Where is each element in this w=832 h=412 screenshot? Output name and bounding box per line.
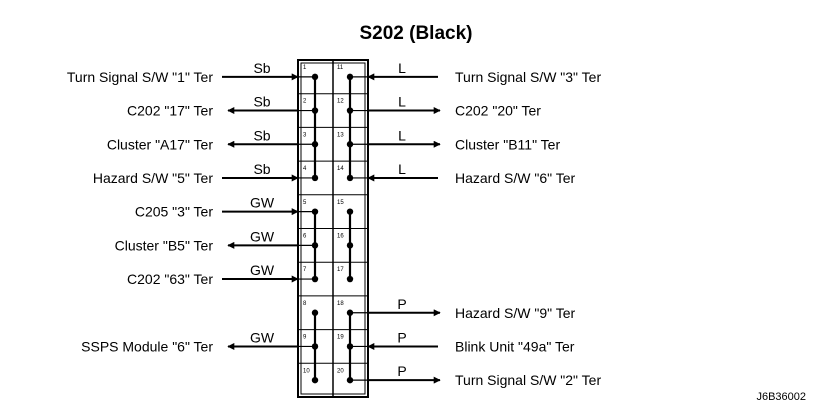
pin-number: 16 [337, 234, 344, 240]
right-terminal-label: Cluster "B11" Ter [455, 136, 560, 152]
wire-color-code: GW [250, 262, 275, 278]
pin-number: 15 [337, 200, 344, 206]
left-terminal-label: Turn Signal S/W "1" Ter [67, 69, 213, 85]
pin-number: 20 [337, 368, 344, 374]
wire-color-code: L [398, 161, 406, 177]
pin-number: 6 [303, 234, 307, 240]
wire-color-code: P [397, 363, 406, 379]
pin-dot [346, 208, 354, 215]
pin-number: 17 [337, 267, 344, 273]
pin-number: 18 [337, 301, 344, 307]
wire-color-code: GW [250, 228, 275, 244]
left-terminal-label: Cluster "A17" Ter [107, 136, 214, 152]
wire-color-code: Sb [253, 127, 270, 143]
pin-dot [346, 242, 354, 249]
right-terminal-label: Turn Signal S/W "2" Ter [455, 372, 601, 388]
wire-color-code: P [397, 329, 406, 345]
pin-number: 14 [337, 166, 344, 172]
wire-color-code: GW [250, 329, 275, 345]
left-terminal-label: Cluster "B5" Ter [115, 237, 214, 253]
pin-dot [311, 309, 319, 316]
wire-color-code: L [398, 94, 406, 110]
pin-number: 1 [303, 65, 307, 71]
left-terminal-label: Hazard S/W "5" Ter [93, 170, 214, 186]
right-terminal-label: Hazard S/W "6" Ter [455, 170, 576, 186]
pin-number: 5 [303, 200, 307, 206]
pin-number: 4 [303, 166, 307, 172]
pin-number: 8 [303, 301, 307, 307]
wire-color-code: P [397, 296, 406, 312]
left-terminal-label: C202 "17" Ter [127, 103, 213, 119]
pin-number: 19 [337, 335, 344, 341]
pin-number: 10 [303, 368, 310, 374]
pin-number: 2 [303, 99, 307, 105]
right-terminal-label: Blink Unit "49a" Ter [455, 338, 575, 354]
wire-color-code: Sb [253, 161, 270, 177]
right-terminal-label: C202 "20" Ter [455, 103, 541, 119]
wire-color-code: GW [250, 195, 275, 211]
pin-number: 3 [303, 132, 307, 138]
left-terminal-label: C202 "63" Ter [127, 271, 213, 287]
wire-color-code: Sb [253, 94, 270, 110]
figure-code: J6B36002 [756, 391, 806, 403]
pin-dot [311, 376, 319, 384]
diagram-title: S202 (Black) [359, 23, 472, 44]
left-terminal-label: SSPS Module "6" Ter [81, 338, 213, 354]
right-terminal-label: Turn Signal S/W "3" Ter [455, 69, 601, 85]
pin-number: 12 [337, 99, 344, 105]
right-terminal-label: Hazard S/W "9" Ter [455, 305, 576, 321]
pin-dot [346, 275, 354, 283]
wire-color-code: L [398, 60, 406, 76]
pin-number: 7 [303, 267, 307, 273]
wire-color-code: L [398, 127, 406, 143]
pin-number: 11 [337, 65, 344, 71]
pin-number: 13 [337, 132, 344, 138]
pin-number: 9 [303, 335, 307, 341]
left-terminal-label: C205 "3" Ter [135, 204, 214, 220]
wire-color-code: Sb [253, 60, 270, 76]
